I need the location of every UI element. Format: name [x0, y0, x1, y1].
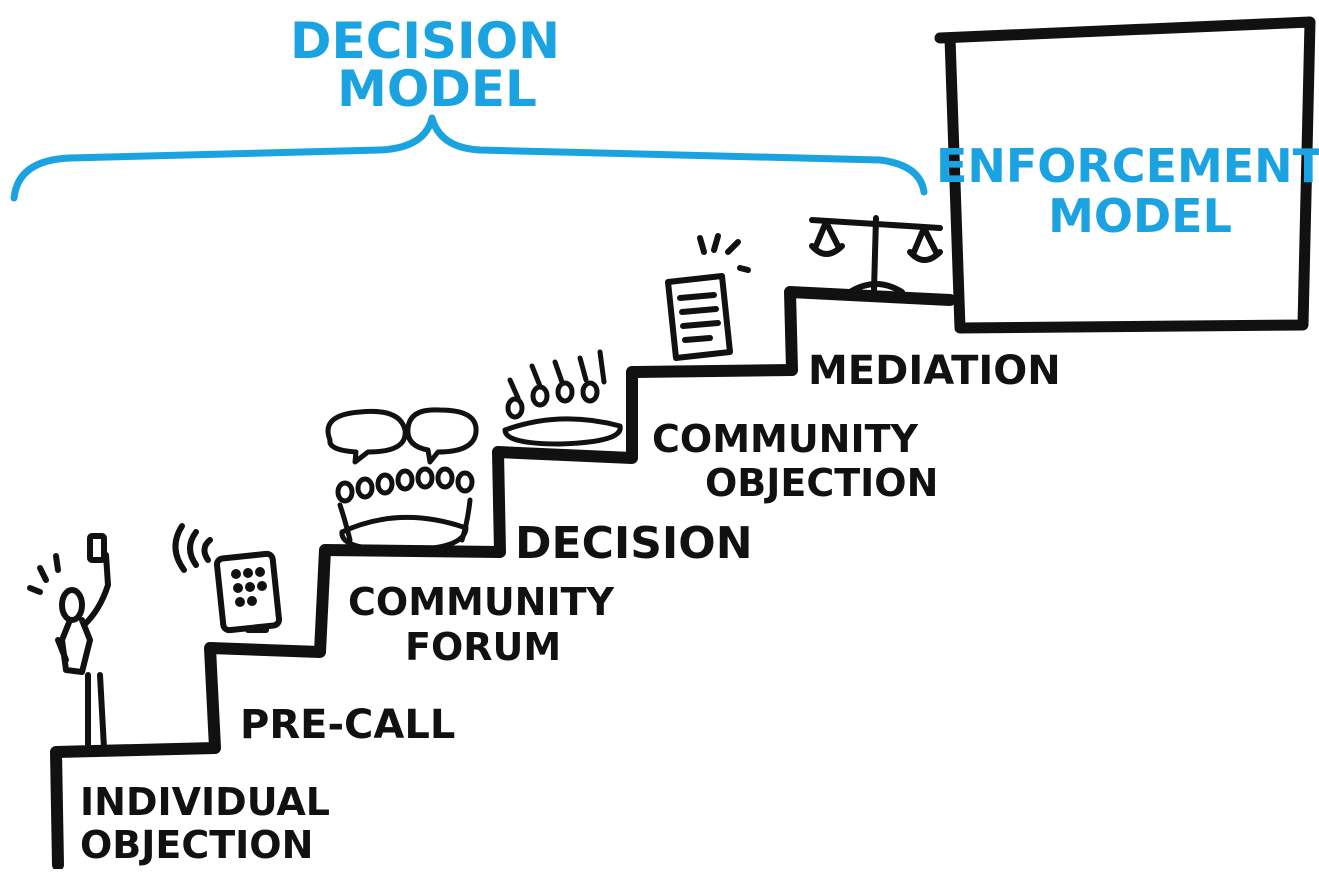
document-icon — [665, 233, 751, 361]
step-label-individual-objection-line1: INDIVIDUAL — [80, 780, 330, 824]
step-label-community-objection-line2: OBJECTION — [705, 461, 938, 505]
enforcement-model-box — [934, 16, 1316, 334]
decision-model-bracket — [10, 114, 928, 202]
phone-ringing-icon — [172, 523, 283, 634]
step-label-community-forum-line2: FORUM — [405, 625, 561, 669]
voting-crowd-icon — [502, 349, 623, 447]
step-label-community-forum-line1: COMMUNITY — [348, 580, 615, 624]
step-label-pre-call: PRE-CALL — [240, 702, 455, 748]
enforcement-model-title-line1: ENFORCEMENT — [936, 139, 1319, 193]
decision-model-title-line2: MODEL — [337, 60, 537, 118]
step-label-decision: DECISION — [515, 518, 753, 569]
step-label-community-objection-line1: COMMUNITY — [652, 417, 919, 461]
step-label-mediation: MEDIATION — [808, 348, 1061, 394]
scales-icon — [809, 215, 943, 295]
forum-crowd-icon — [325, 407, 479, 553]
step-label-individual-objection-line2: OBJECTION — [80, 823, 313, 867]
decision-model-title-line1: DECISION — [290, 12, 560, 70]
person-phone-icon — [27, 533, 111, 751]
staircase-outline — [50, 286, 956, 871]
enforcement-model-title-line2: MODEL — [1048, 189, 1232, 243]
